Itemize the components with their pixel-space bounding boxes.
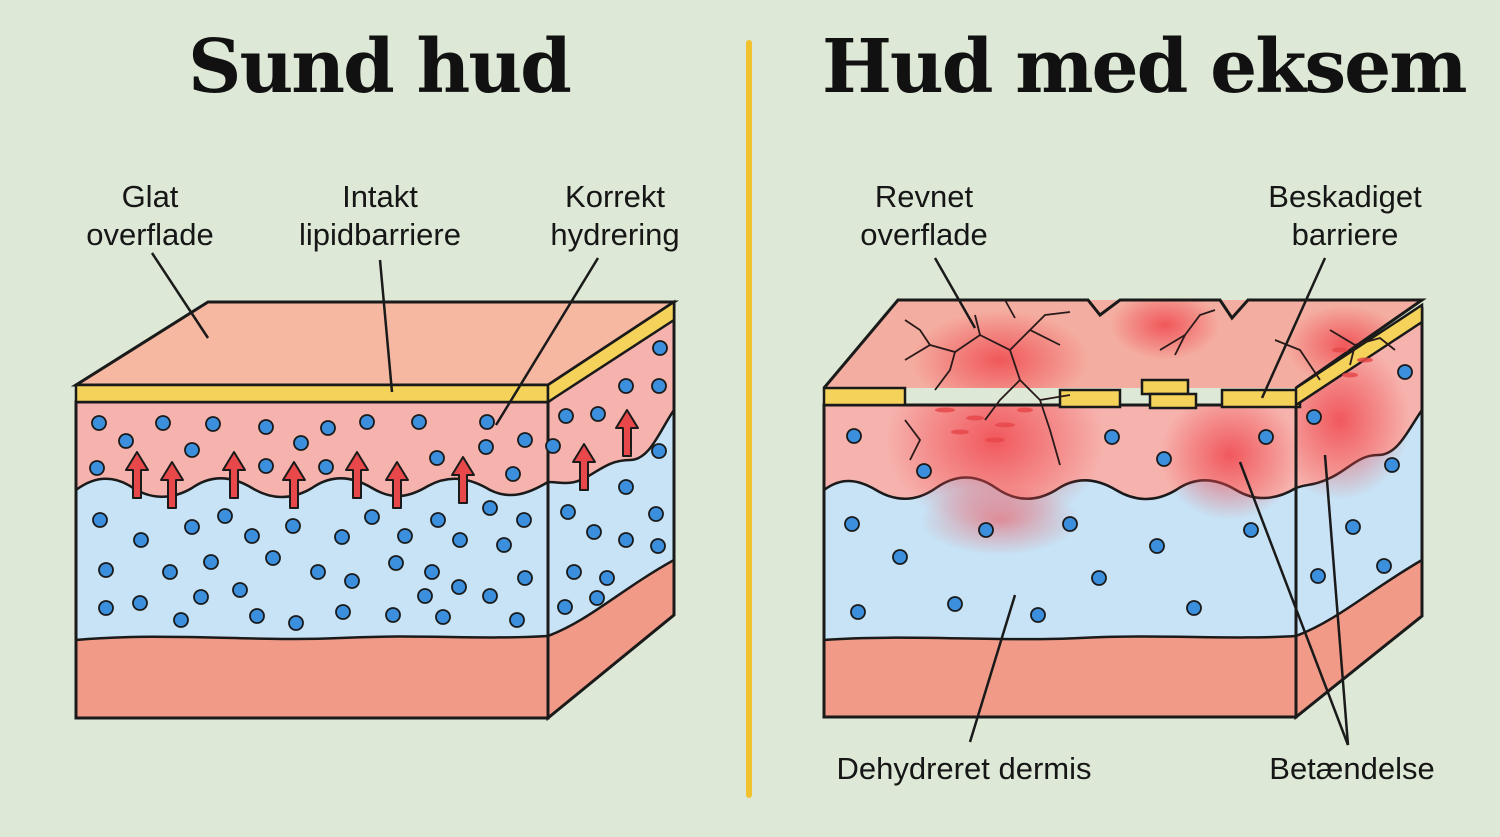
label-smooth-surface: Glat overflade [62, 178, 238, 254]
panel-divider [746, 40, 752, 798]
label-cracked-surface: Revnet overflade [836, 178, 1012, 254]
eczema-subcutis [824, 636, 1296, 717]
healthy-front-face [76, 402, 548, 718]
label-dehydrated-dermis: Dehydreret dermis [808, 750, 1120, 788]
label-damaged-barrier: Beskadiget barriere [1246, 178, 1444, 254]
healthy-skin-title: Sund hud [188, 30, 570, 104]
eczema-skin-block [824, 258, 1422, 745]
healthy-epidermis [76, 402, 548, 497]
healthy-lipid-strip [76, 385, 548, 402]
label-correct-hydration: Korrekt hydrering [526, 178, 704, 254]
healthy-skin-block [76, 253, 674, 718]
eczema-skin-title: Hud med eksem [822, 30, 1466, 104]
healthy-subcutis [76, 636, 548, 718]
label-inflammation: Betændelse [1248, 750, 1456, 788]
label-intact-lipid-barrier: Intakt lipidbarriere [268, 178, 492, 254]
